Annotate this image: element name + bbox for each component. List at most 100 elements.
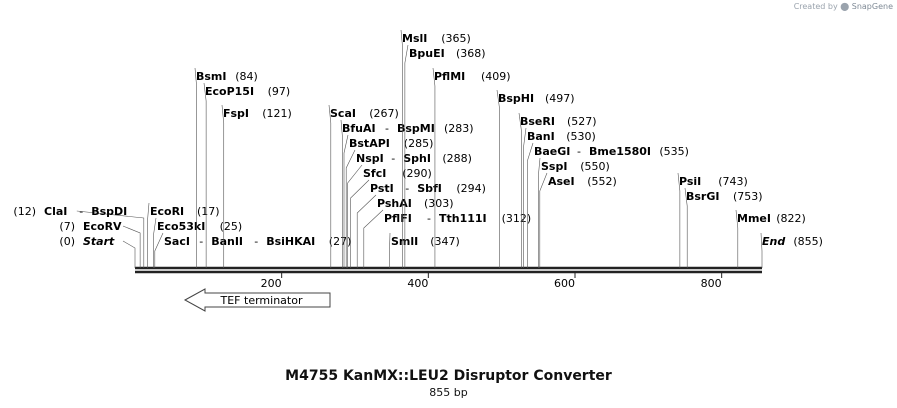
site-connector [221,104,225,268]
site-name: SbfI [417,182,442,195]
site-separator: - [405,182,409,195]
site-position: (17) [197,205,220,218]
site-position: (121) [262,107,292,120]
site-connector [684,187,688,268]
site-position: (283) [444,122,474,135]
sequence-length: 855 bp [429,386,468,399]
site-name: SfcI [363,167,386,180]
credit-brand: SnapGene [851,2,893,11]
site-position: (743) [718,175,748,188]
site-position: (97) [268,85,291,98]
ruler-tick-label: 800 [701,277,722,290]
site-connector [496,89,500,268]
site-name: BanI [527,130,555,143]
site-connector [203,82,207,268]
site-connector [328,104,332,268]
site-name: Start [83,235,115,248]
site-position: (267) [369,107,399,120]
site-separator: - [577,145,581,158]
site-name: BpuEI [409,47,445,60]
site-position: (285) [404,137,434,150]
feature-arrow-tef-terminator [183,288,331,312]
site-position: (753) [733,190,763,203]
site-name: BaeGI [534,145,570,158]
site-position: (303) [424,197,454,210]
site-position: (409) [481,70,511,83]
site-name: AseI [548,175,575,188]
site-name: PflMI [434,70,465,83]
site-name: BspDI [91,205,127,218]
site-name: BspMI [397,122,435,135]
credit-prefix: Created by [793,2,838,11]
snapgene-credit: Created by ⬤ SnapGene [794,2,893,11]
ruler-tick-label: 200 [261,277,282,290]
site-name: BanII [211,235,243,248]
site-separator: - [79,205,83,218]
site-name: PstI [370,182,394,195]
site-connector [76,210,145,268]
site-connector [518,112,522,268]
site-connector [345,149,356,268]
site-connector [340,119,343,268]
site-position: (294) [456,182,486,195]
site-connector [404,44,409,268]
site-position: (7) [59,220,75,233]
site-name: PsiI [679,175,701,188]
site-connector [539,172,548,268]
site-position: (497) [545,92,575,105]
site-name: Tth111I [439,212,487,225]
site-separator: - [385,122,389,135]
site-position: (27) [329,235,352,248]
site-connector [400,29,403,268]
site-name: BstAPI [349,137,390,150]
site-position: (535) [659,145,689,158]
ruler-tick-label: 600 [554,277,575,290]
site-connector [356,194,377,268]
site-separator: - [427,212,431,225]
site-name: BseRI [520,115,555,128]
site-name: EcoP15I [205,85,254,98]
feature-label: TEF terminator [220,294,303,307]
site-position: (527) [567,115,597,128]
site-connector [735,209,739,268]
site-connector [122,240,136,268]
site-name: EcoRI [150,205,184,218]
site-name: MmeI [737,212,771,225]
site-position: (550) [580,160,610,173]
site-name: MslI [402,32,427,45]
site-position: (530) [566,130,596,143]
site-name: EcoRV [83,220,122,233]
site-name: SspI [541,160,567,173]
site-name: PshAI [377,197,412,210]
site-name: NspI [356,152,384,165]
site-separator: - [199,235,203,248]
site-name: BfuAI [342,122,376,135]
snapgene-logo-icon: ⬤ [840,2,850,11]
site-name: FspI [223,107,249,120]
site-connector [147,202,150,268]
site-position: (365) [441,32,471,45]
site-position: (288) [442,152,472,165]
site-name: BsiHKAI [266,235,315,248]
site-name: BspHI [498,92,534,105]
site-position: (822) [776,212,806,225]
site-connector [677,172,681,268]
site-position: (855) [793,235,823,248]
site-connector [343,134,349,268]
site-separator: - [391,152,395,165]
site-connector [347,164,363,268]
site-name: BsrGI [686,190,719,203]
site-position: (347) [430,235,460,248]
site-name: SacI [164,235,190,248]
site-name: End [762,235,785,248]
map-title: M4755 KanMX::LEU2 Disruptor Converter [285,368,612,384]
site-name: ClaI [44,205,67,218]
site-connector [527,142,534,268]
site-name: Eco53kI [157,220,205,233]
site-name: BsmI [196,70,227,83]
site-name: Bme1580I [589,145,651,158]
site-position: (0) [59,235,75,248]
site-name: PflFI [384,212,412,225]
site-position: (552) [587,175,617,188]
site-connector [154,232,164,268]
